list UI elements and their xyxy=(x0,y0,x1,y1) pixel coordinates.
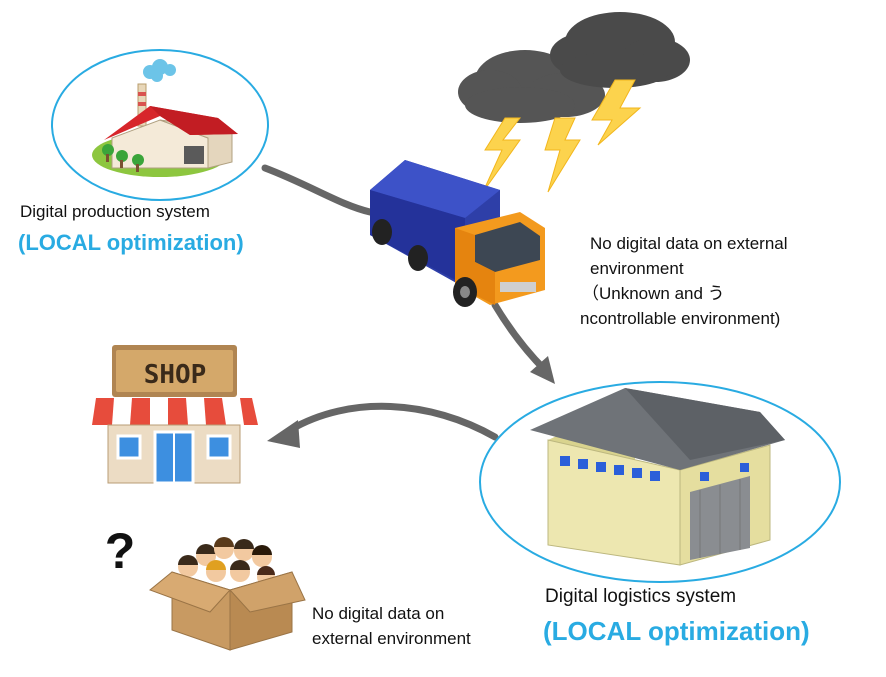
production-system-optimization: (LOCAL optimization) xyxy=(18,230,244,255)
warehouse-boundary-ellipse xyxy=(479,381,841,583)
warehouse-icon xyxy=(530,388,785,566)
flow-arrow-warehouse-to-shop xyxy=(286,402,499,441)
question-mark-text: ? xyxy=(105,523,136,579)
logistics-system-title: Digital logistics system xyxy=(545,586,737,607)
people-in-box-icon xyxy=(149,537,306,651)
truck-icon xyxy=(370,160,545,307)
shop-icon: SHOP xyxy=(92,345,258,485)
customers-note-line-1: No digital data on xyxy=(312,604,445,623)
storm-cloud-icon xyxy=(458,12,690,123)
production-system-title: Digital production system xyxy=(20,202,210,221)
flow-arrow-factory-to-truck xyxy=(261,164,374,216)
factory-icon xyxy=(92,59,238,177)
external-env-line-1: No digital data on external xyxy=(590,234,788,253)
flow-arrowhead-shop xyxy=(267,420,300,448)
lightning-icon xyxy=(482,79,642,193)
customers-note-line-2: external environment xyxy=(312,629,471,648)
external-env-line-4: ncontrollable environment) xyxy=(580,309,781,328)
external-env-line-3: （Unknown and う xyxy=(582,284,725,303)
flow-arrowhead-warehouse xyxy=(530,356,555,384)
logistics-system-optimization: (LOCAL optimization) xyxy=(543,616,810,646)
shop-sign-text: SHOP xyxy=(144,360,207,390)
flow-arrow-truck-to-warehouse xyxy=(491,301,549,374)
external-env-line-2: environment xyxy=(590,259,684,278)
factory-boundary-ellipse xyxy=(51,49,269,201)
